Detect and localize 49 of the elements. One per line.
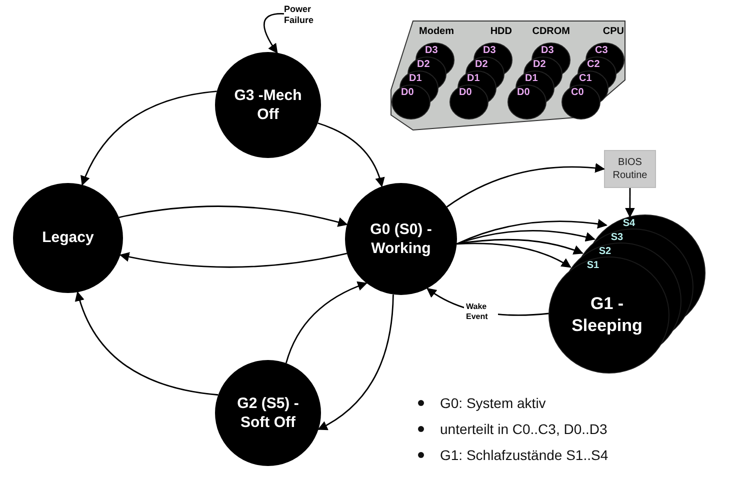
bullet-text: unterteilt in C0..C3, D0..D3 [440,420,608,438]
arrow [456,230,596,245]
state-label: C1 [579,73,592,84]
state-label: C3 [595,45,608,56]
arrow [118,206,348,227]
arrow [456,238,584,255]
arrow [318,122,384,188]
state-label: S3 [608,232,626,244]
arrow [285,282,368,364]
state-label: D3 [483,45,496,56]
routine-box: BIOS Routine [604,150,656,188]
state-label: D2 [417,59,430,70]
state-label: C0 [571,87,584,98]
state-label: D2 [533,59,546,70]
arrow [456,242,572,268]
state-name: G3 -Mech Off [233,86,303,124]
state-label: D2 [475,59,488,70]
state-label: S4 [620,218,638,230]
state-label: D1 [467,73,480,84]
state-label: D3 [425,45,438,56]
device-name: Modem [419,26,454,37]
state-name: Legacy [41,228,95,248]
state-label: D0 [459,87,472,98]
arrow [264,13,284,54]
arrow [75,291,218,396]
arrow [119,252,348,268]
state-label: D1 [409,73,422,84]
state-label: D1 [525,73,538,84]
device-name: HDD [490,26,512,37]
arrow [625,188,635,218]
device-name: CDROM [532,26,570,37]
event-label: Power Failure [284,4,332,32]
state-label: D0 [517,87,530,98]
state-name: G2 (S5) - Soft Off [236,394,300,432]
state-label: S1 [584,260,602,272]
state-label: D3 [541,45,554,56]
edge-label: Wake Event [464,301,498,322]
state-name: G1 - Sleeping [570,293,644,338]
arrow [456,219,608,245]
state-label: C2 [587,59,600,70]
state-label: S2 [596,246,614,258]
state-name: G0 (S0) - Working [369,220,433,258]
arrow [318,294,394,430]
state-label: D0 [401,87,414,98]
device-name: CPU [602,26,624,37]
arrow [446,163,605,208]
bullet-text: G0: System aktiv [440,394,546,412]
arrow [80,90,217,186]
bullet-text: G1: Schlafzustände S1..S4 [440,446,608,464]
